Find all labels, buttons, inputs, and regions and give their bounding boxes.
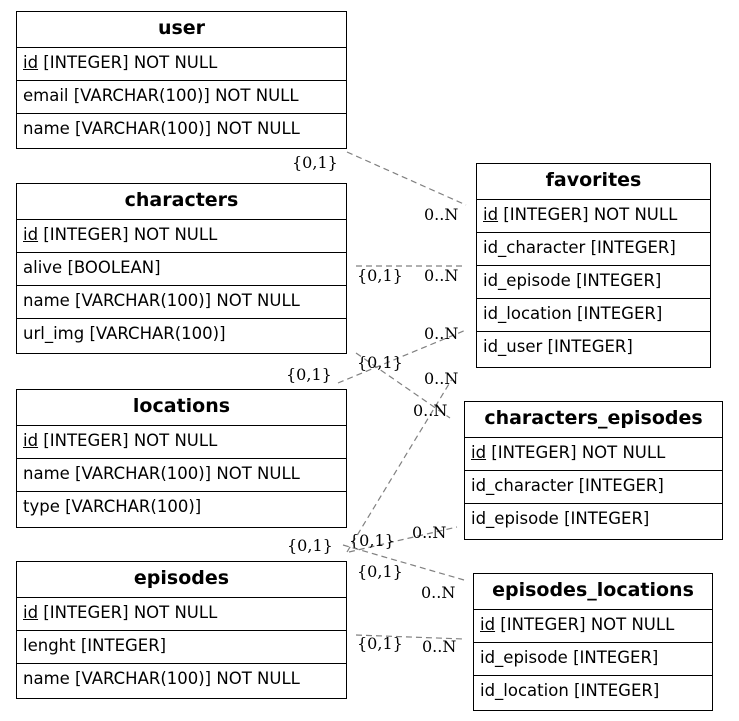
entity-field: name [VARCHAR(100)] NOT NULL — [17, 459, 346, 492]
relationship-line-locations-favorites — [337, 329, 467, 384]
field-definition: id_episode [INTEGER] — [471, 509, 650, 528]
cardinality-many-label: 0..N — [422, 637, 456, 656]
relationship-line-characters-characters_episodes — [355, 352, 451, 419]
entity-field: id [INTEGER] NOT NULL — [465, 438, 722, 471]
entity-field: id_episode [INTEGER] — [477, 266, 710, 299]
entity-field: id_location [INTEGER] — [474, 676, 712, 709]
cardinality-many-label: 0..N — [424, 324, 458, 343]
field-definition: id_character [INTEGER] — [471, 476, 664, 495]
entity-title: favorites — [477, 164, 710, 200]
field-definition: url_img [VARCHAR(100)] — [23, 324, 226, 343]
field-definition: id_user [INTEGER] — [483, 337, 633, 356]
field-definition: email [VARCHAR(100)] NOT NULL — [23, 86, 299, 105]
field-definition: id_character [INTEGER] — [483, 238, 676, 257]
cardinality-one-label: {0,1} — [292, 153, 338, 172]
entity-field: name [VARCHAR(100)] NOT NULL — [17, 114, 346, 147]
entity-field: id [INTEGER] NOT NULL — [17, 48, 346, 81]
entity-field: url_img [VARCHAR(100)] — [17, 319, 346, 352]
field-definition: [INTEGER] NOT NULL — [38, 431, 218, 450]
field-definition: id_location [INTEGER] — [483, 304, 663, 323]
field-definition: name [VARCHAR(100)] NOT NULL — [23, 669, 300, 688]
cardinality-one-label: {0,1} — [357, 634, 403, 653]
field-definition: [INTEGER] NOT NULL — [38, 225, 218, 244]
field-definition: [INTEGER] NOT NULL — [495, 615, 675, 634]
primary-key: id — [480, 615, 496, 634]
entity-field: id [INTEGER] NOT NULL — [474, 610, 712, 643]
cardinality-one-label: {0,1} — [357, 562, 403, 581]
cardinality-many-label: 0..N — [424, 369, 458, 388]
entity-title: locations — [17, 390, 346, 426]
entity-field: id [INTEGER] NOT NULL — [477, 200, 710, 233]
entity-field: id_location [INTEGER] — [477, 299, 710, 332]
entity-field: lenght [INTEGER] — [17, 631, 346, 664]
field-definition: [INTEGER] NOT NULL — [38, 603, 218, 622]
field-definition: alive [BOOLEAN] — [23, 258, 161, 277]
primary-key: id — [23, 431, 39, 450]
primary-key: id — [471, 443, 487, 462]
entity-field: name [VARCHAR(100)] NOT NULL — [17, 286, 346, 319]
field-definition: name [VARCHAR(100)] NOT NULL — [23, 464, 300, 483]
cardinality-many-label: 0..N — [413, 401, 447, 420]
entity-field: id_episode [INTEGER] — [465, 504, 722, 537]
field-definition: id_episode [INTEGER] — [483, 271, 662, 290]
entity-field: id_character [INTEGER] — [465, 471, 722, 504]
cardinality-one-label: {0,1} — [357, 266, 403, 285]
entity-title: user — [17, 12, 346, 48]
entity-field: id_character [INTEGER] — [477, 233, 710, 266]
entity-title: episodes_locations — [474, 574, 712, 610]
entity-title: characters_episodes — [465, 402, 722, 438]
field-definition: [INTEGER] NOT NULL — [38, 53, 218, 72]
entity-field: email [VARCHAR(100)] NOT NULL — [17, 81, 346, 114]
entity-field: id [INTEGER] NOT NULL — [17, 598, 346, 631]
cardinality-many-label: 0..N — [412, 523, 446, 542]
entity-field: id [INTEGER] NOT NULL — [17, 426, 346, 459]
entity-title: episodes — [17, 562, 346, 598]
primary-key: id — [483, 205, 499, 224]
primary-key: id — [23, 225, 39, 244]
primary-key: id — [23, 603, 39, 622]
cardinality-one-label: {0,1} — [349, 531, 395, 550]
primary-key: id — [23, 53, 39, 72]
cardinality-one-label: {0,1} — [286, 365, 332, 384]
entity-field: id [INTEGER] NOT NULL — [17, 220, 346, 253]
cardinality-many-label: 0..N — [424, 266, 458, 285]
relationship-line-episodes-episodes_locations — [355, 634, 465, 640]
relationship-line-user-favorites — [346, 151, 467, 206]
field-definition: lenght [INTEGER] — [23, 636, 167, 655]
field-definition: [INTEGER] NOT NULL — [486, 443, 666, 462]
field-definition: type [VARCHAR(100)] — [23, 497, 202, 516]
relationship-line-locations-episodes_locations — [342, 544, 465, 581]
entity-field: alive [BOOLEAN] — [17, 253, 346, 286]
cardinality-one-label: {0,1} — [357, 353, 403, 372]
cardinality-many-label: 0..N — [424, 205, 458, 224]
entity-title: characters — [17, 184, 346, 220]
field-definition: name [VARCHAR(100)] NOT NULL — [23, 291, 300, 310]
field-definition: name [VARCHAR(100)] NOT NULL — [23, 119, 300, 138]
field-definition: id_location [INTEGER] — [480, 681, 660, 700]
relationship-line-episodes-characters_episodes — [348, 526, 458, 553]
entity-field: type [VARCHAR(100)] — [17, 492, 346, 525]
cardinality-one-label: {0,1} — [287, 536, 333, 555]
entity-field: name [VARCHAR(100)] NOT NULL — [17, 664, 346, 697]
entity-field: id_user [INTEGER] — [477, 332, 710, 365]
cardinality-many-label: 0..N — [421, 583, 455, 602]
field-definition: [INTEGER] NOT NULL — [498, 205, 678, 224]
entity-field: id_episode [INTEGER] — [474, 643, 712, 676]
field-definition: id_episode [INTEGER] — [480, 648, 659, 667]
relationship-line-episodes-favorites — [346, 378, 453, 553]
